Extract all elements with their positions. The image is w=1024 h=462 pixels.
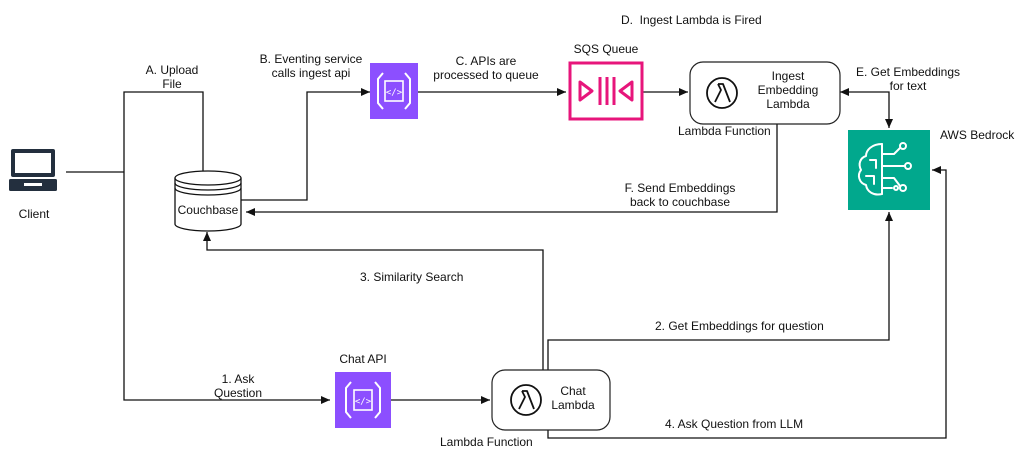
label-ingest-fired: D. Ingest Lambda is Fired [621,13,762,27]
svg-text:</>: </> [386,88,403,98]
api-gateway-icon: </> [370,63,418,119]
ingest-lambda-caption: Lambda Function [678,124,771,138]
chat-lambda-label: Chat Lambda [551,384,595,412]
connector-upload-file [123,91,204,178]
label-eventing: B. Eventing service calls ingest api [259,52,363,80]
label-send-embeddings: F. Send Embeddings back to couchbase [624,181,736,209]
label-get-embeddings-text: E. Get Embeddings for text [855,65,961,93]
database-cylinder-icon [174,170,242,232]
label-get-embeddings-question: 2. Get Embeddings for question [655,319,824,333]
label-upload-file: A. Upload File [145,63,199,91]
connector-lambda-bedrock [840,88,893,128]
svg-text:</>: </> [355,397,372,407]
laptop-icon [9,149,57,191]
chat-lambda-caption: Lambda Function [440,435,533,449]
sqs-queue-label: SQS Queue [573,42,639,56]
sqs-queue-icon [568,61,644,121]
client-label: Client [18,207,50,221]
chat-lambda-icon [510,384,542,416]
label-apis-processed: C. APIs are processed to queue [433,54,539,82]
lambda-icon [706,77,738,109]
bedrock-brain-icon [848,130,930,210]
label-ask-question-llm: 4. Ask Question from LLM [665,417,804,431]
chat-api-gateway-icon: </> [335,372,391,428]
connector-eventing [240,88,370,201]
connector-similarity-search [203,232,544,370]
chat-api-label: Chat API [339,352,387,366]
connector-ask-question [123,172,330,404]
ingest-lambda-box [689,61,841,125]
connector-question-embeddings [547,212,893,370]
couchbase-label: Couchbase [177,203,239,217]
connector-ask-llm [547,166,947,439]
ingest-lambda-label: Ingest Embedding Lambda [757,69,819,111]
aws-bedrock-label: AWS Bedrock [940,128,1015,142]
connector-send-embeddings [246,124,778,216]
label-ask-question: 1. Ask Question [213,372,263,400]
label-similarity-search: 3. Similarity Search [360,270,464,284]
